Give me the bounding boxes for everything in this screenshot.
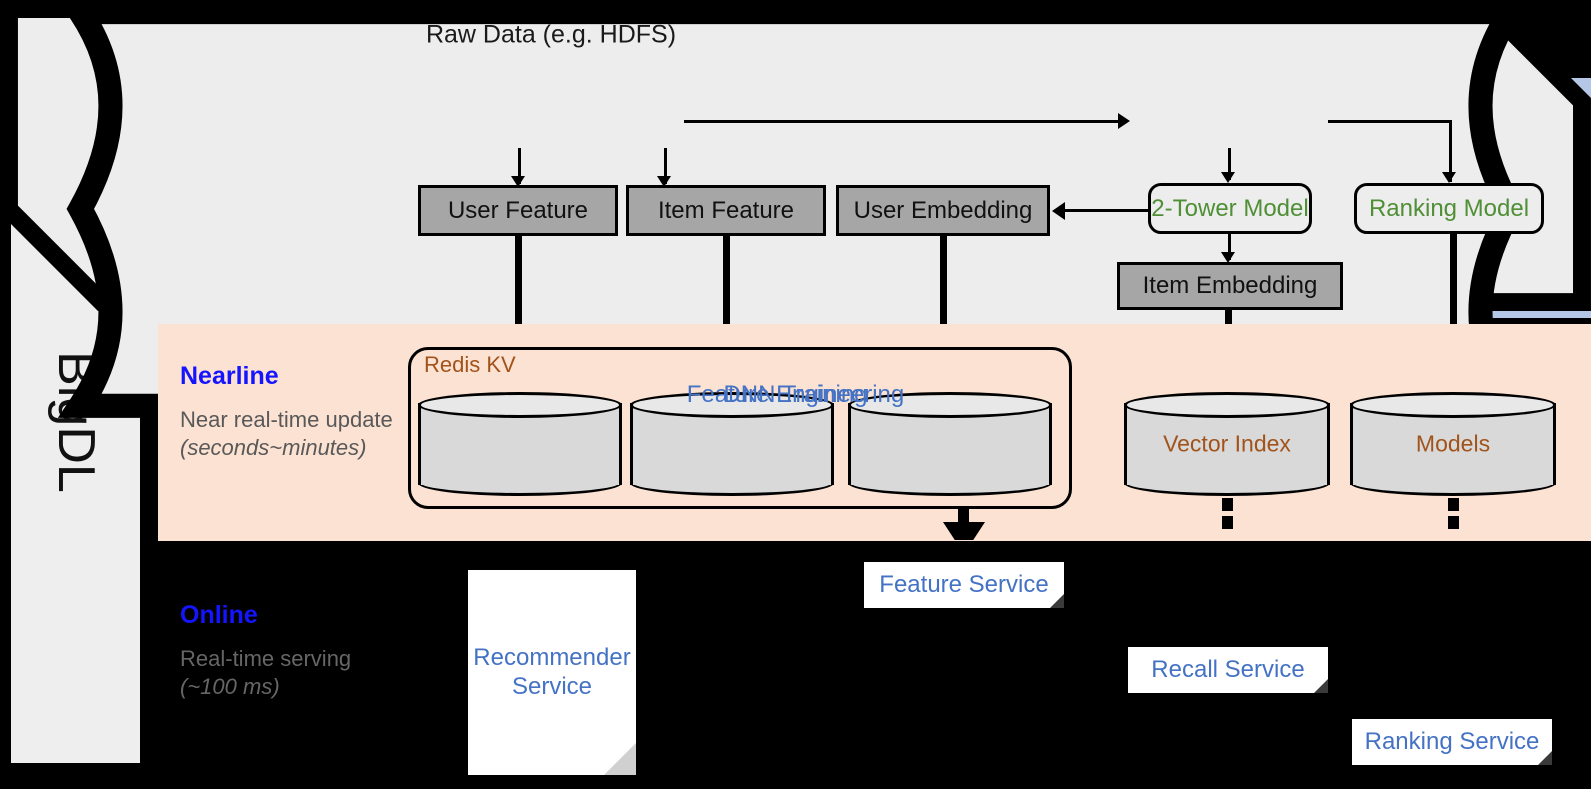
recall-service-node[interactable]: Recall Service <box>1128 647 1328 693</box>
arrowhead-fe-userfeature <box>511 176 525 187</box>
user-feature-node[interactable]: User Feature <box>418 185 618 236</box>
feature-service-node[interactable]: Feature Service <box>864 562 1064 608</box>
arrowhead-dnn-ranking <box>1442 172 1456 183</box>
raw-data-label: Raw Data (e.g. HDFS) <box>425 20 677 49</box>
item-feature-node[interactable]: Item Feature <box>626 185 826 236</box>
note-sheet <box>468 570 636 775</box>
connector-fe-dnn <box>684 120 1120 123</box>
connector-twotower-itemembedding <box>1228 234 1231 260</box>
connector-dnn-ranking-v <box>1449 120 1452 182</box>
feature-engineering-label: Feature Engineering <box>686 380 905 408</box>
online-subtitle: Real-time serving (~100 ms) <box>180 645 380 701</box>
connector-userembedding-store <box>940 236 947 388</box>
dash-models-1 <box>1448 498 1459 511</box>
two-tower-model-label: 2-Tower Model <box>1151 194 1309 222</box>
connector-userfeature-store <box>515 236 522 388</box>
connector-rankingmodel-models <box>1450 234 1457 388</box>
redis-kv-label: Redis KV <box>424 352 516 377</box>
nearline-subtitle: Near real-time update (seconds~minutes) <box>180 406 410 462</box>
note-sheet <box>1352 719 1552 765</box>
dash-redis-featureservice <box>958 509 969 522</box>
user-embedding-store-cylinder[interactable] <box>848 392 1052 496</box>
ranking-model-node[interactable]: Ranking Model <box>1354 183 1544 234</box>
vector-index-label: Vector Index <box>1163 430 1291 457</box>
models-cylinder[interactable]: Models <box>1350 392 1556 496</box>
connector-fe-userfeature <box>518 148 521 184</box>
cylinder-top <box>630 392 834 418</box>
connector-dnn-ranking-h <box>1328 120 1452 123</box>
cylinder-top <box>848 392 1052 418</box>
nearline-subtitle-em: (seconds~minutes) <box>180 435 367 461</box>
ranking-model-label: Ranking Model <box>1368 194 1530 222</box>
user-embedding-node[interactable]: User Embedding <box>836 185 1050 236</box>
connector-twotower-userembedding <box>1065 209 1163 212</box>
online-subtitle-em: (~100 ms) <box>180 674 280 700</box>
cylinder-top <box>1350 392 1556 418</box>
redis-kv-container <box>408 347 1072 509</box>
recommender-service-node[interactable]: Recommender Service <box>468 570 636 775</box>
arrowhead-twotower-itemembedding <box>1221 252 1235 263</box>
item-embedding-node[interactable]: Item Embedding <box>1117 262 1343 310</box>
models-label: Models <box>1415 430 1491 457</box>
connector-fe-itemfeature <box>664 148 667 184</box>
feature-service-label: Feature Service <box>879 570 1049 598</box>
nearline-subtitle-text: Near real-time update <box>180 407 393 432</box>
dash-models-2 <box>1448 516 1459 529</box>
dash-vectorindex-2 <box>1222 516 1233 529</box>
cylinder-top <box>1124 392 1330 418</box>
recommender-service-label: Recommender Service <box>473 643 631 700</box>
vector-index-cylinder[interactable]: Vector Index <box>1124 392 1330 496</box>
arrowhead-twotower-userembedding <box>1052 202 1065 220</box>
arrowhead-dnn-twotower <box>1221 172 1235 183</box>
ranking-service-label: Ranking Service <box>1364 727 1540 755</box>
item-embedding-label: Item Embedding <box>1142 272 1318 299</box>
online-subtitle-text: Real-time serving <box>180 646 352 671</box>
two-tower-model-node[interactable]: 2-Tower Model <box>1148 183 1312 234</box>
dash-vectorindex-1 <box>1222 498 1233 511</box>
arrowhead-redis-featureservice <box>943 522 985 540</box>
dnn-training-label: DNN Training <box>723 380 868 408</box>
item-feature-label: Item Feature <box>657 196 795 224</box>
note-sheet <box>864 562 1064 608</box>
cylinder-top <box>418 392 622 418</box>
user-feature-store-cylinder[interactable] <box>418 392 622 496</box>
feature-engineering-node[interactable]: Feature Engineering <box>0 0 1591 408</box>
dnn-training-node[interactable]: DNN Training <box>0 0 1534 418</box>
item-feature-store-cylinder[interactable] <box>630 392 834 496</box>
connector-dnn-twotower <box>1228 148 1231 180</box>
recall-service-label: Recall Service <box>1151 655 1305 683</box>
connector-itemfeature-store <box>723 236 730 388</box>
user-feature-label: User Feature <box>447 196 589 224</box>
note-sheet <box>1128 647 1328 693</box>
user-embedding-label: User Embedding <box>853 196 1033 224</box>
ranking-service-node[interactable]: Ranking Service <box>1352 719 1552 765</box>
arrowhead-fe-itemfeature <box>657 176 671 187</box>
nearline-title: Nearline <box>180 362 279 390</box>
arrowhead-fe-dnn <box>1118 113 1130 129</box>
online-title: Online <box>180 601 258 629</box>
